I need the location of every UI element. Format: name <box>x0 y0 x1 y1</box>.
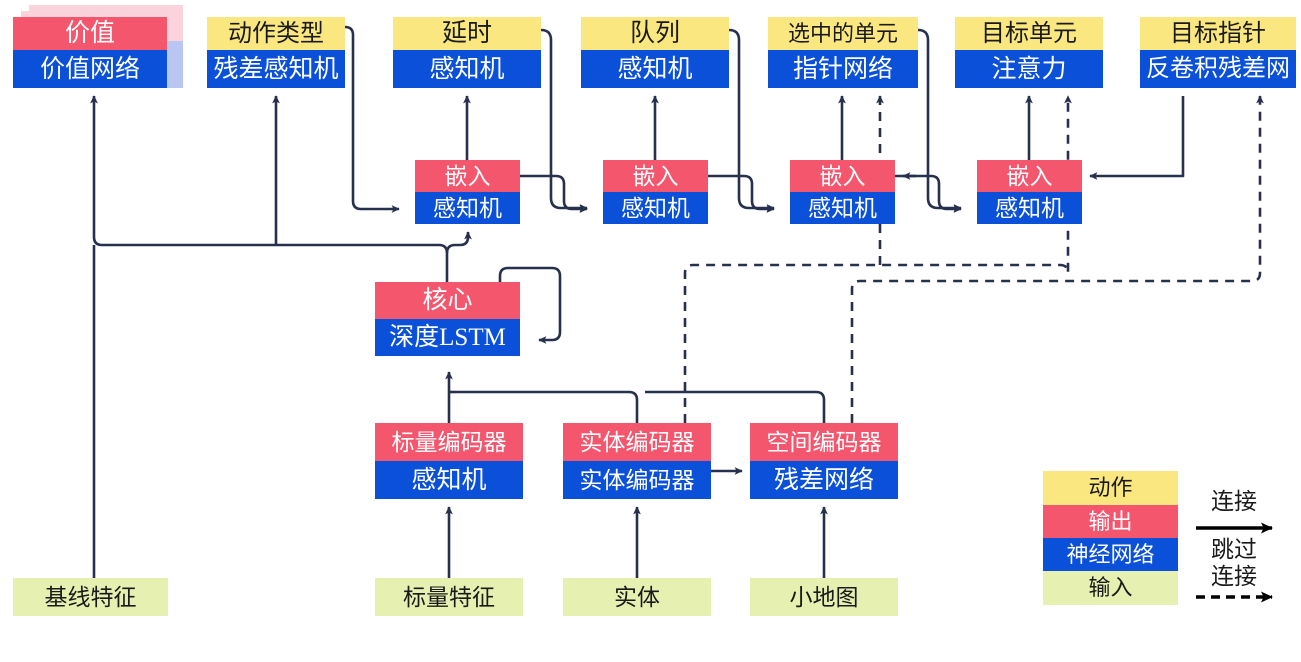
skip-entity-to-tgtunit <box>683 95 1072 423</box>
edge-tgtpoint-to-embed4 <box>1089 96 1185 180</box>
edge-core-bus-right <box>445 243 460 254</box>
input-entities[interactable]: 实体 <box>563 578 711 616</box>
node-queue[interactable]: 队列 感知机 <box>581 17 729 88</box>
node-scalar-encoder-bottom: 感知机 <box>375 461 523 499</box>
edge-queue-to-embed3 <box>728 28 775 212</box>
legend-arrow-layer <box>1196 522 1273 603</box>
node-target-unit-top: 目标单元 <box>955 17 1103 50</box>
edge-spatial-enc-to-corebus <box>645 390 826 423</box>
node-embed-2-top: 嵌入 <box>603 160 708 192</box>
node-value-bottom: 价值网络 <box>13 50 167 88</box>
legend: 动作 输出 神经网络 输入 <box>1043 471 1178 605</box>
node-spatial-encoder-top: 空间编码器 <box>750 423 898 461</box>
node-scalar-encoder-top: 标量编码器 <box>375 423 523 461</box>
node-target-point[interactable]: 目标指针 反卷积残差网 <box>1140 17 1296 88</box>
node-delay-bottom: 感知机 <box>393 50 541 88</box>
edge-delay-right-down <box>541 27 573 204</box>
legend-label-connection: 连接 <box>1211 489 1257 514</box>
node-target-point-top: 目标指针 <box>1140 17 1296 50</box>
node-queue-bottom: 感知机 <box>581 50 729 88</box>
legend-swatch-action: 动作 <box>1043 471 1178 505</box>
edge-core-recurrent-loop <box>498 266 562 344</box>
input-baseline-features[interactable]: 基线特征 <box>13 578 168 616</box>
edge-core-to-embed1 <box>459 231 472 247</box>
node-delay[interactable]: 延时 感知机 <box>393 17 541 88</box>
node-embed-1[interactable]: 嵌入 感知机 <box>415 160 520 224</box>
node-spatial-encoder-bottom: 残差网络 <box>750 461 898 499</box>
node-target-unit-bottom: 注意力 <box>955 50 1103 88</box>
edge-actiontype-to-embed1 <box>344 25 400 213</box>
node-action-type-top: 动作类型 <box>207 17 345 50</box>
node-value-top: 价值 <box>13 17 167 50</box>
node-embed-3[interactable]: 嵌入 感知机 <box>790 160 895 224</box>
edge-entity-enc-to-corebus <box>457 390 639 423</box>
node-value[interactable]: 价值 价值网络 <box>13 17 167 88</box>
node-embed-3-top: 嵌入 <box>790 160 895 192</box>
node-entity-encoder-bottom: 实体编码器 <box>563 461 711 499</box>
edge-selunits-to-embed4 <box>917 28 962 212</box>
node-scalar-encoder[interactable]: 标量编码器 感知机 <box>375 423 523 499</box>
node-embed-4-bottom: 感知机 <box>977 192 1082 224</box>
legend-label-skip-line1: 跳过 <box>1211 537 1257 562</box>
node-embed-4-top: 嵌入 <box>977 160 1082 192</box>
skip-spatial-to-tgtpoint <box>850 95 1264 423</box>
node-embed-1-bottom: 感知机 <box>415 192 520 224</box>
edge-core-to-value <box>90 95 449 254</box>
edge-core-loop-a <box>520 273 581 300</box>
node-embed-3-bottom: 感知机 <box>790 192 895 224</box>
node-embed-4[interactable]: 嵌入 感知机 <box>977 160 1082 224</box>
node-queue-top: 队列 <box>581 17 729 50</box>
input-minimap[interactable]: 小地图 <box>750 578 898 616</box>
node-selected-units-bottom: 指针网络 <box>768 50 918 88</box>
node-action-type[interactable]: 动作类型 残差感知机 <box>207 17 345 88</box>
legend-label-skip-line2: 连接 <box>1211 564 1257 589</box>
edge-delay-to-embed2 <box>540 28 588 212</box>
legend-swatch-input: 输入 <box>1043 571 1178 605</box>
node-embed-2-bottom: 感知机 <box>603 192 708 224</box>
node-action-type-bottom: 残差感知机 <box>207 50 345 88</box>
node-selected-units-top: 选中的单元 <box>768 17 918 50</box>
legend-swatch-neural-network: 神经网络 <box>1043 538 1178 571</box>
node-core-top: 核心 <box>375 282 520 319</box>
node-embed-2[interactable]: 嵌入 感知机 <box>603 160 708 224</box>
node-embed-1-top: 嵌入 <box>415 160 520 192</box>
node-delay-top: 延时 <box>393 17 541 50</box>
node-entity-encoder-top: 实体编码器 <box>563 423 711 461</box>
input-scalar-features[interactable]: 标量特征 <box>375 578 523 616</box>
node-target-point-bottom: 反卷积残差网 <box>1140 50 1296 88</box>
node-spatial-encoder[interactable]: 空间编码器 残差网络 <box>750 423 898 499</box>
node-core-bottom: 深度LSTM <box>375 319 520 356</box>
legend-swatch-output: 输出 <box>1043 505 1178 538</box>
node-core[interactable]: 核心 深度LSTM <box>375 282 520 356</box>
node-selected-units[interactable]: 选中的单元 指针网络 <box>768 17 918 88</box>
node-entity-encoder[interactable]: 实体编码器 实体编码器 <box>563 423 711 499</box>
node-target-unit[interactable]: 目标单元 注意力 <box>955 17 1103 88</box>
